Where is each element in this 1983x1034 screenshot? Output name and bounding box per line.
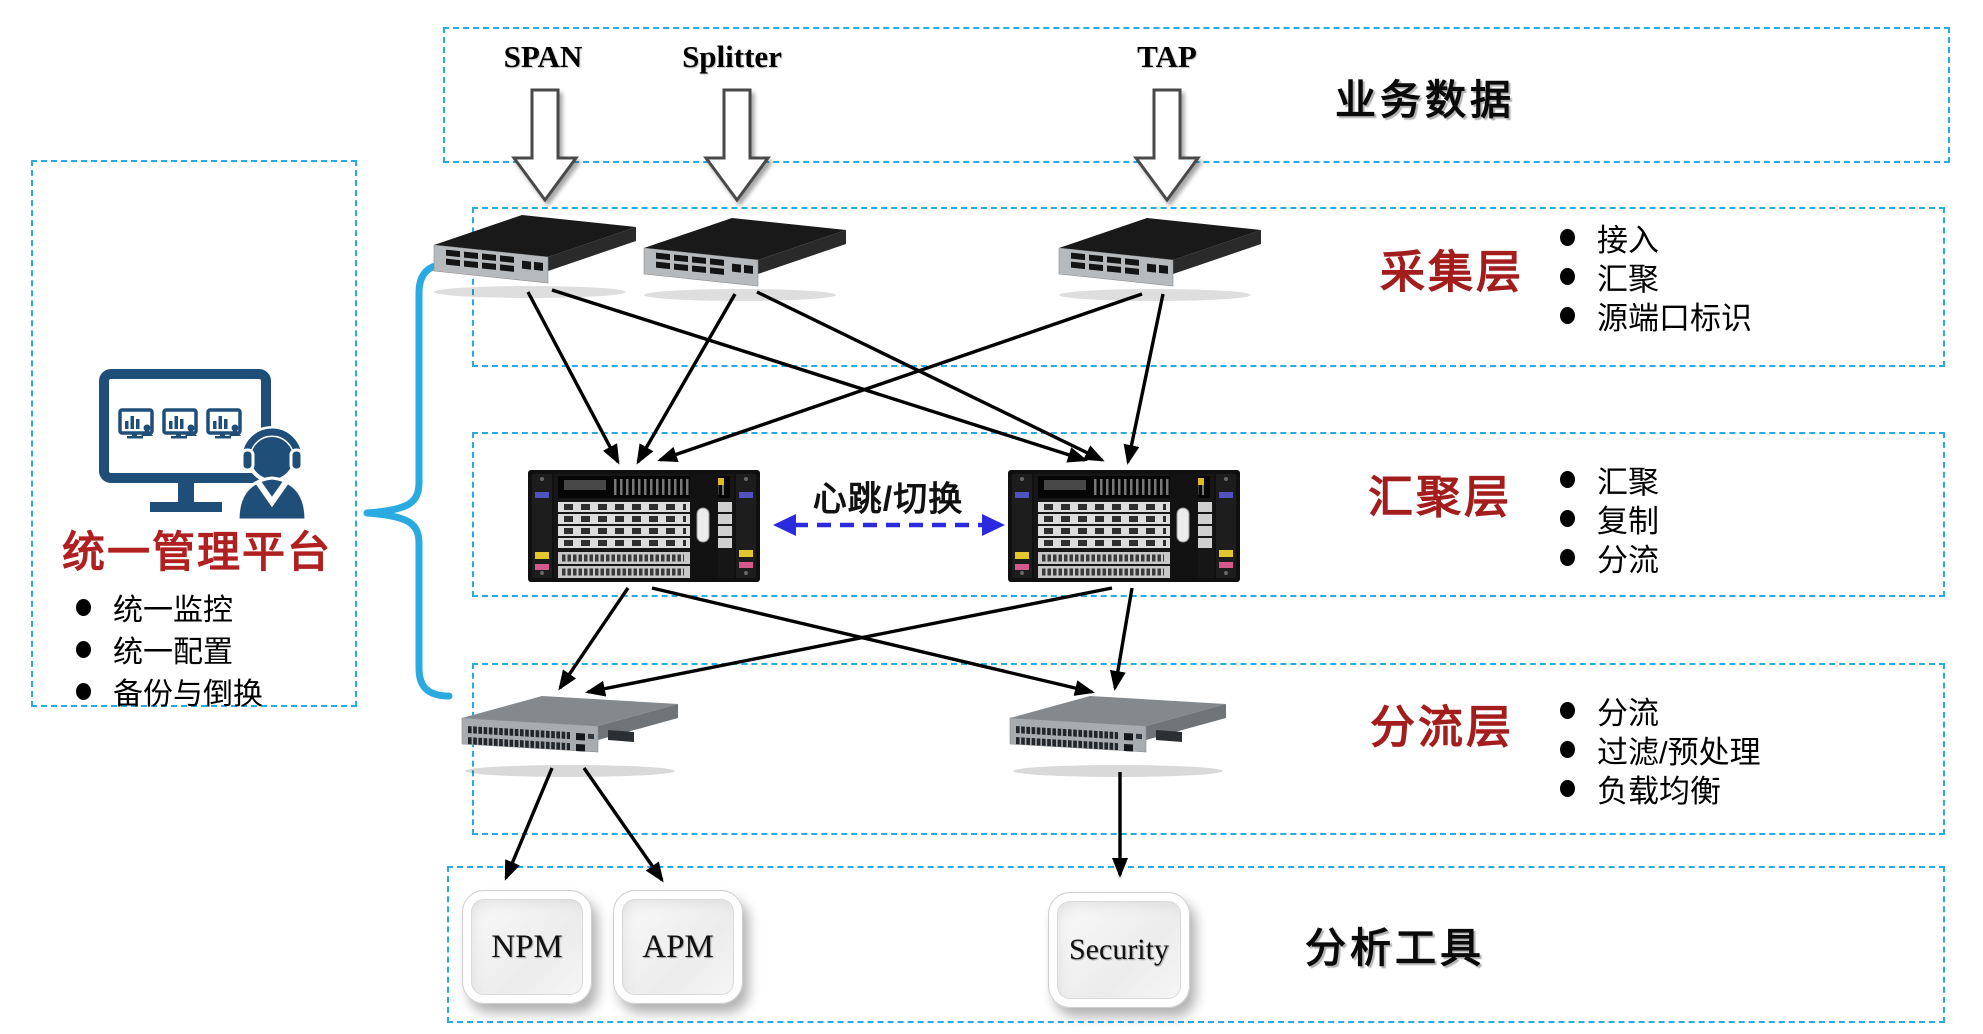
splitter-label: Splitter (682, 39, 782, 74)
aggregation-layer-box (472, 432, 1945, 597)
bullet-dot-icon (76, 598, 91, 616)
bullet-dot-icon (1560, 307, 1575, 324)
monitor-with-support-agent-icon (99, 369, 308, 520)
distribution-layer-bullets: 分流 过滤/预处理 负载均衡 (1560, 691, 1761, 809)
bullet-text: 源端口标识 (1597, 301, 1752, 336)
management-panel-box (31, 160, 357, 707)
bullet-text: 备份与倒换 (113, 678, 263, 711)
bullet-item: 统一监控 (76, 586, 263, 628)
bullet-dot-icon (1560, 702, 1575, 719)
bullet-item: 备份与倒换 (76, 670, 263, 712)
tap-label: TAP (1137, 39, 1197, 74)
bullet-item: 汇聚 (1560, 460, 1659, 500)
apm-tool-box: APM (613, 890, 743, 1004)
bullet-item: 分流 (1560, 538, 1659, 578)
bullet-item: 接入 (1560, 218, 1752, 258)
management-platform-title: 统一管理平台 (62, 529, 332, 577)
bullet-item: 源端口标识 (1560, 296, 1752, 336)
bullet-item: 统一配置 (76, 628, 263, 670)
bullet-dot-icon (76, 640, 91, 658)
management-platform-bullets: 统一监控 统一配置 备份与倒换 (76, 586, 263, 712)
bullet-text: 统一监控 (113, 594, 233, 627)
bullet-dot-icon (1560, 471, 1575, 488)
aggregation-layer-label: 汇聚层 (1367, 471, 1513, 523)
bullet-dot-icon (76, 682, 91, 700)
bullet-text: 分流 (1597, 543, 1659, 578)
analysis-tools-title: 分析工具 (1305, 925, 1485, 971)
bullet-text: 汇聚 (1597, 465, 1659, 500)
bullet-item: 负载均衡 (1560, 769, 1761, 809)
business-data-title: 业务数据 (1335, 77, 1515, 123)
bullet-text: 统一配置 (113, 636, 233, 669)
bullet-dot-icon (1560, 549, 1575, 566)
npm-tool-box: NPM (462, 890, 592, 1004)
bullet-dot-icon (1560, 229, 1575, 246)
collection-layer-bullets: 接入 汇聚 源端口标识 (1560, 218, 1752, 336)
bullet-text: 负载均衡 (1597, 774, 1721, 809)
bullet-text: 接入 (1597, 223, 1659, 258)
collection-layer-label: 采集层 (1379, 246, 1525, 298)
span-label: SPAN (503, 39, 583, 74)
bullet-dot-icon (1560, 510, 1575, 527)
bullet-dot-icon (1560, 268, 1575, 285)
curly-brace-icon (363, 260, 453, 700)
bullet-item: 分流 (1560, 691, 1761, 731)
bullet-item: 汇聚 (1560, 257, 1752, 297)
bullet-dot-icon (1560, 741, 1575, 758)
analysis-tools-box (447, 866, 1945, 1023)
aggregation-layer-bullets: 汇聚 复制 分流 (1560, 460, 1659, 578)
bullet-text: 分流 (1597, 696, 1659, 731)
bullet-text: 过滤/预处理 (1597, 735, 1761, 770)
bullet-text: 汇聚 (1597, 262, 1659, 297)
heartbeat-label: 心跳/切换 (812, 480, 964, 519)
bullet-item: 过滤/预处理 (1560, 730, 1761, 770)
bullet-text: 复制 (1597, 504, 1659, 539)
distribution-layer-label: 分流层 (1369, 701, 1515, 753)
security-tool-box: Security (1048, 892, 1190, 1008)
bullet-dot-icon (1560, 780, 1575, 797)
bullet-item: 复制 (1560, 499, 1659, 539)
